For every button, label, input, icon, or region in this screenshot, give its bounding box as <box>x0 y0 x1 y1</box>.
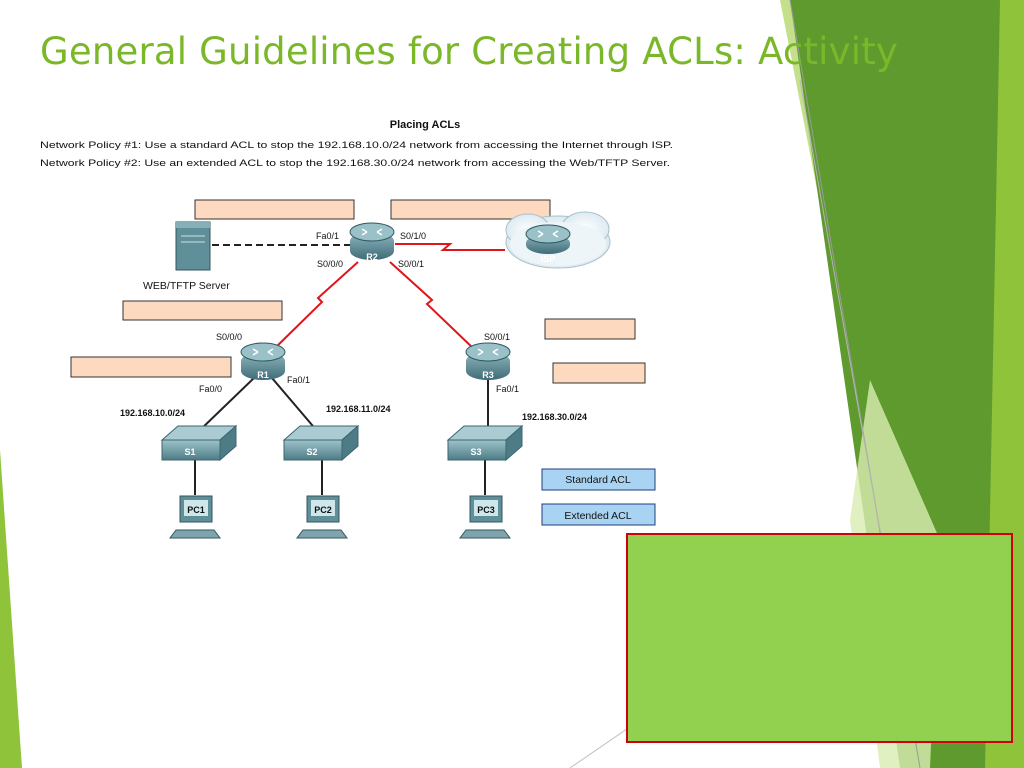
legend-standard-label: Standard ACL <box>565 474 631 486</box>
link-r1-s2 <box>271 377 319 433</box>
net-192-168-11: 192.168.11.0/24 <box>326 404 391 414</box>
answer-box-6[interactable] <box>552 362 646 384</box>
answer-box-1[interactable] <box>194 199 355 220</box>
slide-title: General Guidelines for Creating ACLs: Ac… <box>40 30 899 73</box>
pc2-label: PC2 <box>314 505 332 515</box>
pc2-icon <box>296 495 348 539</box>
if-r3-fa01: Fa0/1 <box>496 384 519 394</box>
switch-s3-label: S3 <box>470 447 481 457</box>
pc1-icon <box>169 495 221 539</box>
pc1-label: PC1 <box>187 505 205 515</box>
if-r1-s000: S0/0/0 <box>216 332 242 342</box>
link-r2-r3 <box>389 261 476 351</box>
router-r1-label: R1 <box>257 370 269 380</box>
router-r2-label: R2 <box>366 252 378 262</box>
if-r2-s001: S0/0/1 <box>398 259 424 269</box>
router-r3-icon <box>465 342 511 380</box>
answer-box-2[interactable] <box>390 199 551 220</box>
pc3-label: PC3 <box>477 505 495 515</box>
if-r1-fa00: Fa0/0 <box>199 384 222 394</box>
router-isp-icon <box>525 224 571 254</box>
router-r1-icon <box>240 342 286 380</box>
legend-standard-acl[interactable] <box>541 468 656 491</box>
policy-2: Network Policy #2: Use an extended ACL t… <box>40 158 670 168</box>
answer-box-4[interactable] <box>544 318 636 340</box>
switch-s2-label: S2 <box>306 447 317 457</box>
if-r1-fa01: Fa0/1 <box>287 375 310 385</box>
switch-s1-label: S1 <box>184 447 195 457</box>
link-r1-s1 <box>197 377 255 433</box>
net-192-168-10: 192.168.10.0/24 <box>120 408 185 418</box>
router-r2-icon <box>349 222 395 260</box>
answer-box-3[interactable] <box>122 300 283 321</box>
router-r3-label: R3 <box>482 370 494 380</box>
net-192-168-30: 192.168.30.0/24 <box>522 412 587 422</box>
pc3-icon <box>459 495 511 539</box>
switch-s2-icon <box>282 424 360 462</box>
answer-box-5[interactable] <box>70 356 232 378</box>
diagram-heading: Placing ACLs <box>390 119 461 131</box>
bg-left-sliver <box>0 450 22 768</box>
answer-note-box[interactable] <box>626 533 1013 743</box>
if-r2-s000: S0/0/0 <box>317 259 343 269</box>
policy-1: Network Policy #1: Use a standard ACL to… <box>40 140 673 150</box>
legend-extended-label: Extended ACL <box>564 510 631 522</box>
link-r2-r1 <box>272 261 359 351</box>
if-r3-s001: S0/0/1 <box>484 332 510 342</box>
if-r2-fa01: Fa0/1 <box>316 231 339 241</box>
bg-line-2 <box>799 79 881 531</box>
if-r2-s010: S0/1/0 <box>400 231 426 241</box>
link-r2-isp <box>395 243 505 251</box>
switch-s3-icon <box>446 424 524 462</box>
legend-extended-acl[interactable] <box>541 503 656 526</box>
server-label: WEB/TFTP Server <box>143 280 230 292</box>
router-isp-label: ISP <box>541 254 556 264</box>
switch-s1-icon <box>160 424 238 462</box>
web-tftp-server-icon <box>175 221 211 271</box>
network-diagram: Placing ACLs Network Policy #1: Use a st… <box>40 119 673 539</box>
